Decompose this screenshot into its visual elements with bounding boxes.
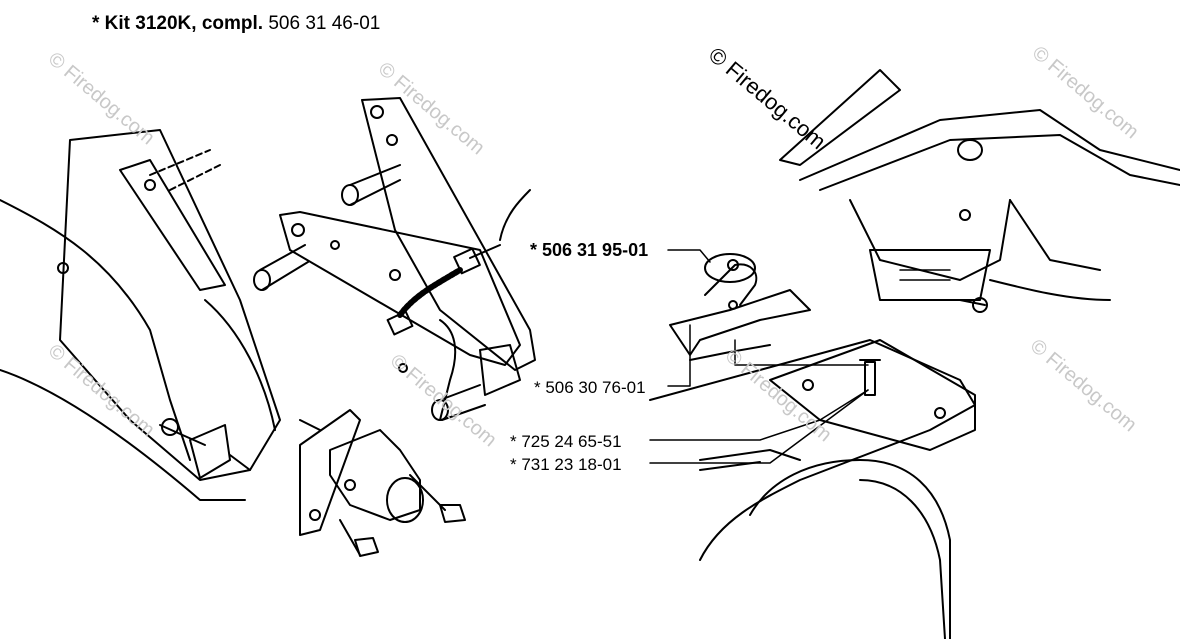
callout-725-24-65-51: * 725 24 65-51: [510, 432, 622, 451]
callout-731-23-18-01: * 731 23 18-01: [510, 455, 622, 474]
callout-506-30-76-01: * 506 30 76-01: [534, 378, 646, 397]
hitch-drawing: [229, 409, 466, 557]
kit-number: 506 31 46-01: [268, 13, 381, 34]
left-frame-drawing: [0, 129, 281, 501]
kit-label: * Kit 3120K, compl.: [92, 13, 264, 34]
callout-506-31-95-01: * 506 31 95-01: [530, 240, 649, 260]
upper-right-frame-drawing: [779, 69, 1180, 313]
kit-title: * Kit 3120K, compl. 506 31 46-01: [92, 13, 380, 35]
lower-right-frame-drawing: [649, 253, 976, 639]
bracket-plates-drawing: [253, 97, 536, 421]
leader-lines: [649, 249, 869, 464]
